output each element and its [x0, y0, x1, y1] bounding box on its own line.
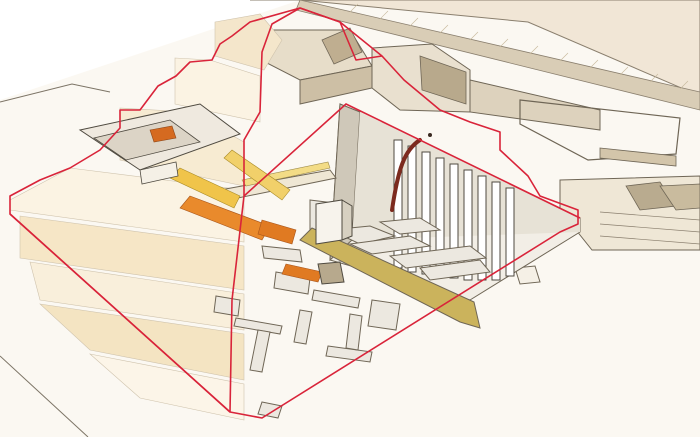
- sloping-corridors: [147, 127, 481, 329]
- mortuary-temple: [264, 27, 681, 167]
- ground-lines: [0, 83, 111, 437]
- section-outline: [9, 7, 581, 419]
- shaft-marker: [428, 133, 432, 137]
- upper-apartment: [78, 103, 242, 185]
- dark-red-passage: [390, 138, 422, 212]
- shaft-tower: [315, 199, 353, 285]
- shaft-array: [393, 139, 515, 281]
- colonnade-buildings: [514, 175, 700, 285]
- enclosure-wall: [250, 0, 700, 111]
- pyramid-cutaway: [9, 13, 283, 421]
